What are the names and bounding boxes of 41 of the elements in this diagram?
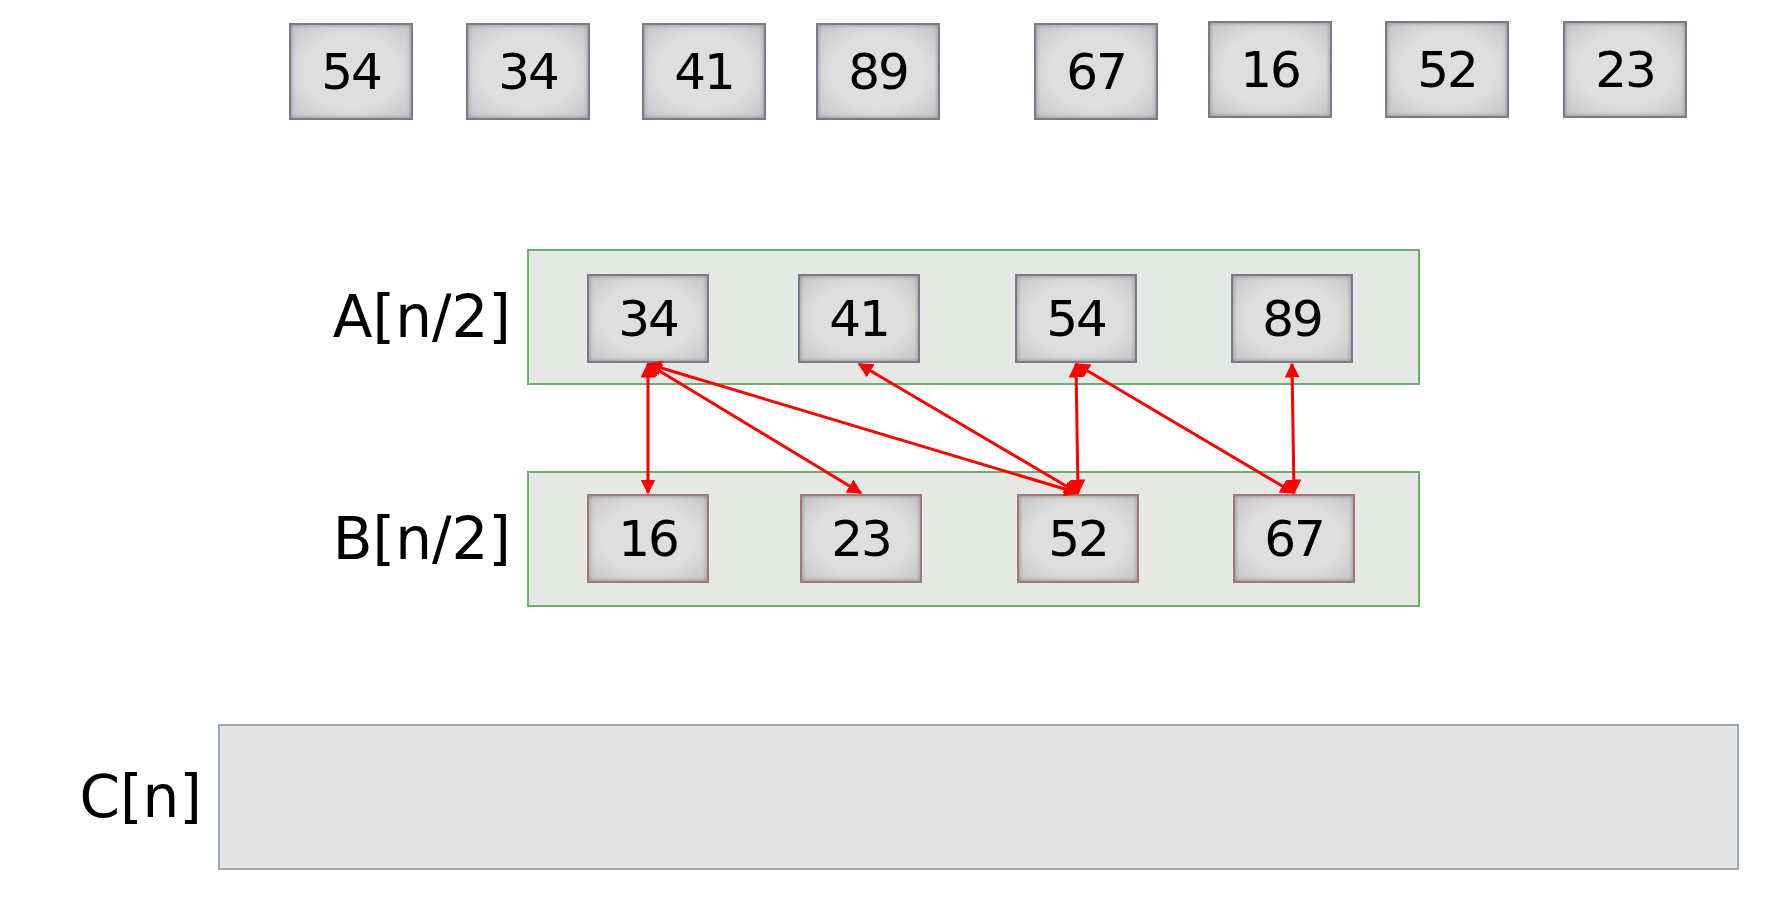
number-label: 67 [1066,42,1126,101]
number-box [1231,274,1353,363]
double-arrow [1284,362,1302,495]
number-label: 34 [498,42,558,101]
double-arrow [857,362,1080,495]
number-box [1017,494,1139,583]
number-box [798,274,920,363]
number-label: 54 [1046,289,1106,348]
number-box [1034,23,1158,120]
double-arrow [1074,362,1296,495]
number-label: 16 [1240,40,1300,99]
number-label: 54 [321,42,381,101]
number-label: 23 [831,509,891,568]
number-box [587,274,709,363]
number-box [587,494,709,583]
number-box [1385,21,1509,118]
double-arrow [646,362,863,495]
number-label: 41 [829,289,889,348]
number-box [1015,274,1137,363]
double-arrow [640,362,656,495]
number-label: 23 [1595,40,1655,99]
number-label: 16 [618,509,678,568]
number-label: 89 [1262,289,1322,348]
number-label: 67 [1264,509,1324,568]
number-box [1208,21,1332,118]
array-label: C[n] [79,763,202,831]
number-box [642,23,766,120]
array-label: B[n/2] [332,505,511,573]
number-label: 41 [674,42,734,101]
double-arrow [1068,362,1086,495]
array-label: A[n/2] [332,283,511,351]
number-label: 52 [1417,40,1477,99]
number-label: 52 [1048,509,1108,568]
number-box [289,23,413,120]
number-box [1563,21,1687,118]
number-box [466,23,590,120]
number-label: 89 [848,42,908,101]
number-box [816,23,940,120]
number-box [800,494,922,583]
number-box [1233,494,1355,583]
number-label: 34 [618,289,678,348]
